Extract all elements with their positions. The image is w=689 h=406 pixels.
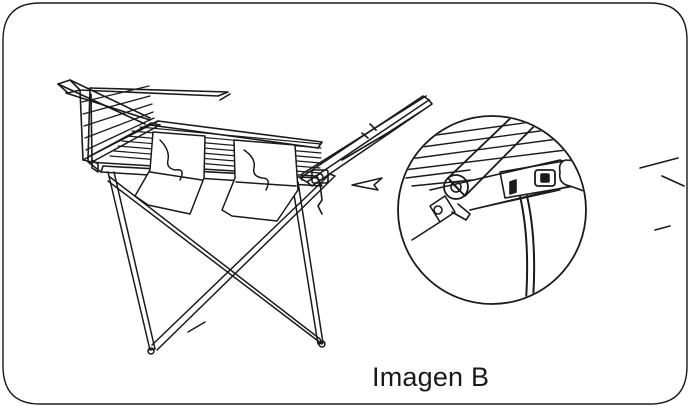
towel-right: [222, 140, 298, 221]
detail-contents: [400, 90, 585, 300]
rack-right-wing: [300, 96, 432, 186]
detail-circle: [398, 116, 586, 304]
figure-frame: [3, 3, 687, 404]
towel-left: [135, 132, 205, 214]
rack-left-wing: [58, 80, 230, 162]
hand-cuff: [640, 158, 684, 230]
figure-caption: Imagen B: [372, 362, 490, 392]
rack-legs: [108, 172, 335, 354]
callout-arrow-icon: [352, 178, 382, 190]
hinge-bracket: [312, 170, 328, 214]
